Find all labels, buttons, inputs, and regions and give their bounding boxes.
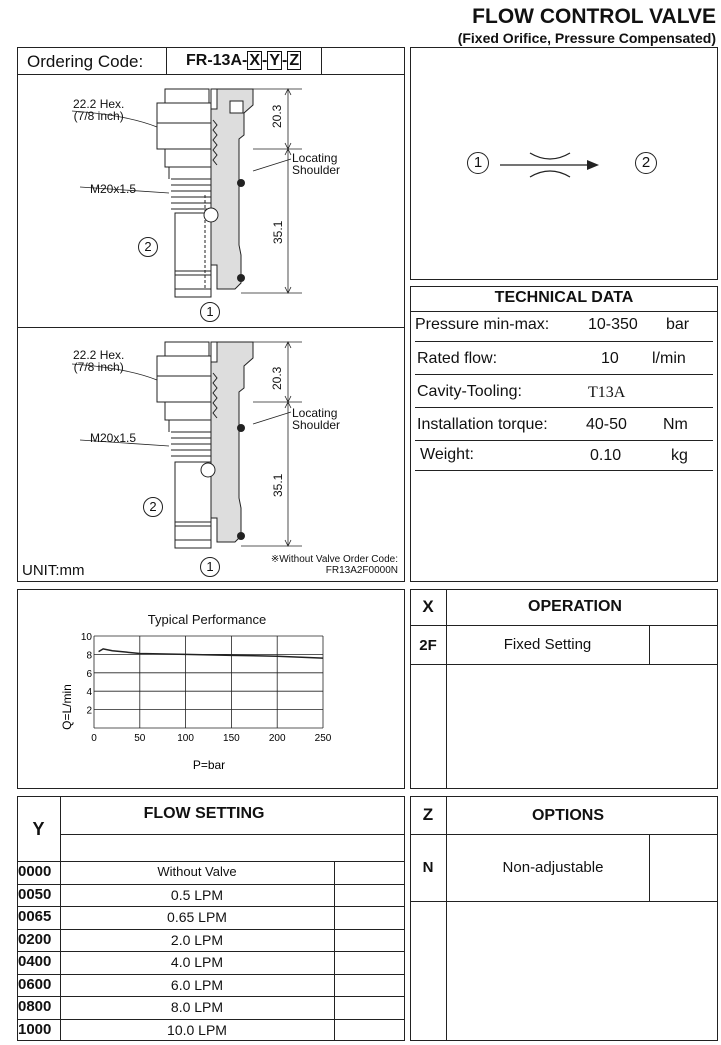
flow-setting-row-code: 0050	[18, 885, 52, 903]
chart-ytick-label: 4	[86, 687, 92, 698]
chart-xtick-label: 250	[315, 733, 332, 744]
flow-setting-row-code: 0400	[18, 953, 52, 970]
tech-row-unit: kg	[671, 447, 688, 464]
operation-row-desc: Fixed Setting	[503, 636, 592, 653]
flow-setting-row-code: 0200	[18, 930, 52, 948]
flow-setting-row-desc: 4.0 LPM	[170, 954, 224, 970]
chart-title: Typical Performance	[148, 612, 267, 627]
ordering-prefix: FR-13A-	[186, 52, 248, 69]
hex-label-upper: 22.2 Hex.(7/8 inch)	[73, 97, 125, 123]
options-code-header: Z	[422, 805, 434, 824]
performance-panel	[17, 589, 405, 789]
page-subtitle: (Fixed Orifice, Pressure Compensated)	[457, 30, 716, 46]
flow-setting-title: FLOW SETTING	[143, 805, 265, 822]
tech-row-value: T13A	[588, 384, 626, 401]
flow-setting-row-desc: 2.0 LPM	[170, 931, 224, 948]
without-valve-note: ※Without Valve Order Code:FR13A2F0000N	[270, 554, 398, 576]
flow-setting-row-desc: 0.5 LPM	[170, 886, 224, 903]
chart-xtick-label: 100	[177, 733, 194, 744]
tech-row-label: Rated flow:	[417, 350, 498, 367]
flow-setting-code-header: Y	[32, 819, 45, 839]
dim-bottom-upper: 35.1	[271, 220, 285, 244]
flow-setting-row-code: 0065	[18, 908, 52, 925]
tech-row-value: 10-350	[588, 316, 638, 333]
operation-code-header: X	[422, 597, 434, 616]
flow-setting-row-desc: 8.0 LPM	[170, 999, 224, 1015]
operation-title: OPERATION	[528, 598, 622, 615]
flow-setting-panel	[17, 796, 405, 1041]
options-title: OPTIONS	[531, 807, 604, 824]
flow-setting-row-desc: 0.65 LPM	[167, 909, 227, 925]
chart-xtick-label: 200	[269, 733, 286, 744]
cartridge-drawing-lower	[71, 341, 302, 549]
flow-setting-row-code: 0600	[18, 975, 52, 993]
flow-setting-row-code: 0800	[18, 998, 52, 1015]
chart-xtick-label: 150	[223, 733, 240, 744]
port-2-lower: 2	[143, 497, 163, 517]
dim-top-upper: 20.3	[270, 104, 284, 128]
cartridge-drawing-upper	[71, 88, 302, 298]
options-panel	[410, 796, 718, 1041]
port-1-lower: 1	[200, 557, 220, 577]
tech-row-value: 0.10	[590, 447, 622, 464]
technical-data-panel	[410, 286, 718, 582]
flow-setting-row-desc: 10.0 LPM	[167, 1021, 227, 1038]
options-row-desc: Non-adjustable	[502, 859, 604, 876]
symbol-port-2: 2	[635, 152, 657, 174]
flow-setting-row-desc: Without Valve	[157, 864, 237, 879]
chart-xtick-label: 50	[134, 733, 146, 744]
chart-xlabel: P=bar	[193, 758, 225, 772]
symbol-port-1: 1	[467, 152, 489, 174]
tech-row-unit: Nm	[663, 416, 688, 433]
flow-setting-row-code: 1000	[18, 1020, 52, 1038]
tech-row-label: Installation torque:	[417, 416, 548, 433]
flow-setting-row-desc: 6.0 LPM	[170, 976, 224, 993]
chart-ytick-label: 8	[86, 650, 92, 661]
chart-ytick-label: 10	[81, 632, 93, 643]
operation-panel	[410, 589, 718, 789]
tech-row-value: 10	[601, 350, 619, 367]
page-title: FLOW CONTROL VALVE	[472, 5, 716, 28]
dim-bottom-lower: 35.1	[271, 473, 285, 497]
fixed-orifice-symbol	[500, 152, 599, 178]
chart-ytick-label: 6	[86, 669, 92, 680]
tech-row-label: Cavity-Tooling:	[417, 383, 522, 400]
operation-row-code: 2F	[419, 637, 437, 654]
chart-xtick-label: 0	[91, 733, 97, 744]
chart-ytick-label: 2	[86, 706, 92, 717]
hex-label-lower: 22.2 Hex.(7/8 inch)	[73, 348, 125, 374]
symbol-panel	[410, 47, 718, 280]
tech-row-value: 40-50	[586, 416, 627, 433]
ordering-x: X	[247, 51, 263, 70]
ordering-code-label: Ordering Code:	[27, 52, 144, 71]
chart-ylabel: Q=L/min	[60, 684, 74, 730]
performance-chart: Typical Performance 0 50 100 150 200 250 2 4 6 8 1…	[60, 612, 332, 772]
port-2-upper: 2	[138, 237, 158, 257]
drawing-panel	[17, 47, 405, 582]
thread-label-upper: M20x1.5	[90, 182, 137, 196]
dim-top-lower: 20.3	[270, 366, 284, 390]
tech-row-unit: bar	[666, 316, 690, 333]
tech-row-label: Weight:	[420, 446, 474, 463]
ordering-z: Z	[287, 51, 302, 70]
unit-label: UNIT:mm	[22, 562, 85, 579]
ordering-code: FR-13A-X-Y-Z	[186, 51, 302, 70]
flow-setting-row-code: 0000	[18, 863, 52, 880]
thread-label-lower: M20x1.5	[90, 431, 137, 445]
chart-series-line	[98, 648, 324, 659]
tech-row-label: Pressure min-max:	[415, 316, 550, 333]
technical-data-title: TECHNICAL DATA	[494, 289, 634, 306]
port-1-upper: 1	[200, 302, 220, 322]
tech-row-unit: l/min	[652, 350, 686, 367]
ordering-y: Y	[267, 51, 283, 70]
options-row-code: N	[422, 859, 434, 876]
